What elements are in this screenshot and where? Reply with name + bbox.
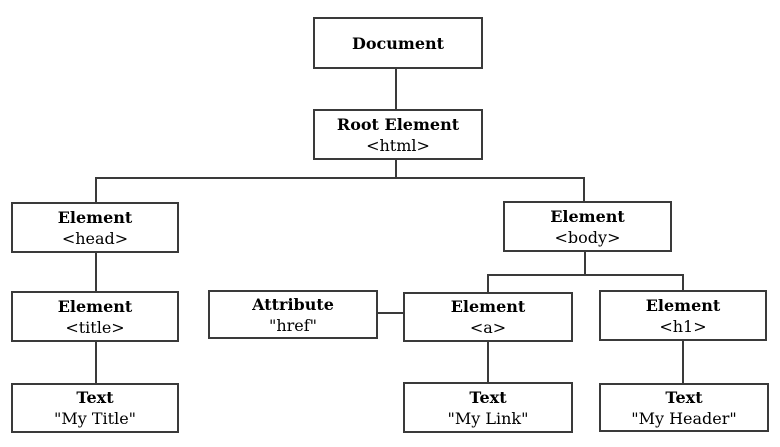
- node-value: <a>: [469, 318, 507, 337]
- node-label: Element: [57, 296, 133, 316]
- connector-h1-to-text: [682, 341, 684, 383]
- node-label: Text: [469, 387, 507, 407]
- node-text-my-link: Text"My Link": [403, 382, 573, 433]
- connector-rail-a-h1: [487, 274, 684, 276]
- connector-drop-to-a: [487, 276, 489, 292]
- node-value: <h1>: [659, 316, 707, 336]
- connector-attribute-to-a: [378, 312, 403, 314]
- connector-document-to-root: [395, 69, 397, 109]
- node-value: <title>: [65, 317, 125, 337]
- node-value: <head>: [61, 228, 129, 248]
- node-attribute-href: Attribute"href": [208, 290, 378, 339]
- node-value: "My Header": [631, 408, 737, 428]
- node-label: Text: [665, 387, 703, 407]
- connector-drop-to-head: [95, 179, 97, 202]
- node-label: Attribute: [252, 294, 334, 314]
- node-element-title: Element<title>: [11, 291, 179, 342]
- node-element-body: Element<body>: [503, 201, 672, 252]
- node-text-my-header: Text"My Header": [599, 383, 769, 432]
- node-label: Element: [450, 297, 526, 316]
- connector-root-stub-down: [395, 160, 397, 179]
- connector-head-to-title: [95, 253, 97, 291]
- node-value: "href": [268, 315, 318, 335]
- node-document: Document: [313, 17, 483, 69]
- node-element-head: Element<head>: [11, 202, 179, 253]
- node-value: "My Link": [447, 408, 529, 428]
- node-label: Element: [57, 207, 133, 227]
- node-label: Element: [645, 295, 721, 315]
- connector-body-stub-down: [584, 252, 586, 276]
- node-text-my-title: Text "My Title": [11, 383, 179, 433]
- node-label: Text: [76, 388, 114, 407]
- node-label: Document: [351, 33, 445, 53]
- node-element-h1: Element<h1>: [599, 290, 767, 341]
- connector-rail-head-body: [95, 177, 585, 179]
- node-value: <body>: [554, 227, 621, 247]
- connector-a-to-text: [487, 342, 489, 382]
- connector-drop-to-h1: [682, 276, 684, 290]
- connector-title-to-text: [95, 342, 97, 383]
- connector-drop-to-body: [583, 179, 585, 201]
- node-root-element: Root Element<html>: [313, 109, 483, 160]
- node-label: Root Element: [336, 114, 460, 134]
- node-element-a: Element <a>: [403, 292, 573, 342]
- node-label: Element: [550, 206, 625, 226]
- node-value: "My Title": [53, 409, 137, 428]
- node-value: <html>: [366, 135, 430, 155]
